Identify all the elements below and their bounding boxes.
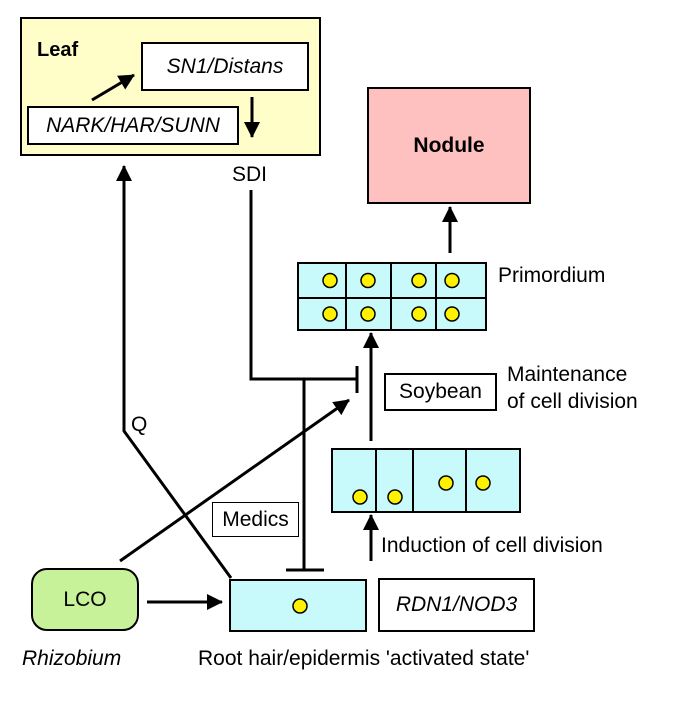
dividing-cell (465, 448, 521, 513)
nark-to-sn1-arrow (91, 73, 135, 102)
root-hair-nucleus (292, 598, 308, 614)
q-label: Q (131, 413, 148, 436)
primordium-nucleus (322, 272, 338, 289)
lco-box: LCO (31, 568, 139, 631)
dividing-nucleus (475, 475, 491, 491)
primordium-label: Primordium (498, 264, 606, 287)
rdn1-nod3-box: RDN1/NOD3 (378, 578, 535, 632)
primordium-nucleus (322, 306, 338, 322)
lco-to-maintenance-arrow (119, 398, 350, 563)
nark-har-sunn-box: NARK/HAR/SUNN (27, 106, 239, 145)
root-hair-state-label: Root hair/epidermis 'activated state' (198, 647, 530, 670)
rhizobium-label: Rhizobium (22, 647, 122, 670)
induction-label: Induction of cell division (381, 534, 603, 557)
primordium-nucleus (411, 272, 427, 289)
primordium-nucleus (360, 306, 376, 322)
nodule-box: Nodule (367, 87, 531, 204)
sdi-inhibition-line (249, 190, 357, 381)
primordium-nucleus (444, 306, 460, 322)
soybean-box: Soybean (384, 373, 497, 411)
dividing-cells (331, 448, 521, 513)
primordium-nucleus (411, 306, 427, 322)
primordium-nucleus (360, 272, 376, 289)
primordium-cell (435, 297, 487, 331)
medics-box: Medics (212, 502, 299, 537)
primordium-cell (297, 262, 347, 299)
sdi-label: SDI (232, 163, 268, 186)
maintenance-label-line1: Maintenance (507, 363, 628, 386)
primordium-cell (435, 262, 487, 299)
primordium-cell (297, 297, 347, 331)
sn1-distans-box: SN1/Distans (141, 42, 309, 91)
leaf-title: Leaf (37, 39, 79, 61)
primordium-cells (297, 262, 487, 331)
q-signal-line (116, 165, 233, 579)
dividing-cell (331, 448, 377, 513)
dividing-nucleus (438, 475, 454, 491)
dividing-nucleus (387, 489, 403, 505)
dividing-nucleus (352, 489, 368, 505)
primordium-nucleus (444, 272, 460, 289)
maintenance-label-line2: of cell division (507, 390, 638, 413)
